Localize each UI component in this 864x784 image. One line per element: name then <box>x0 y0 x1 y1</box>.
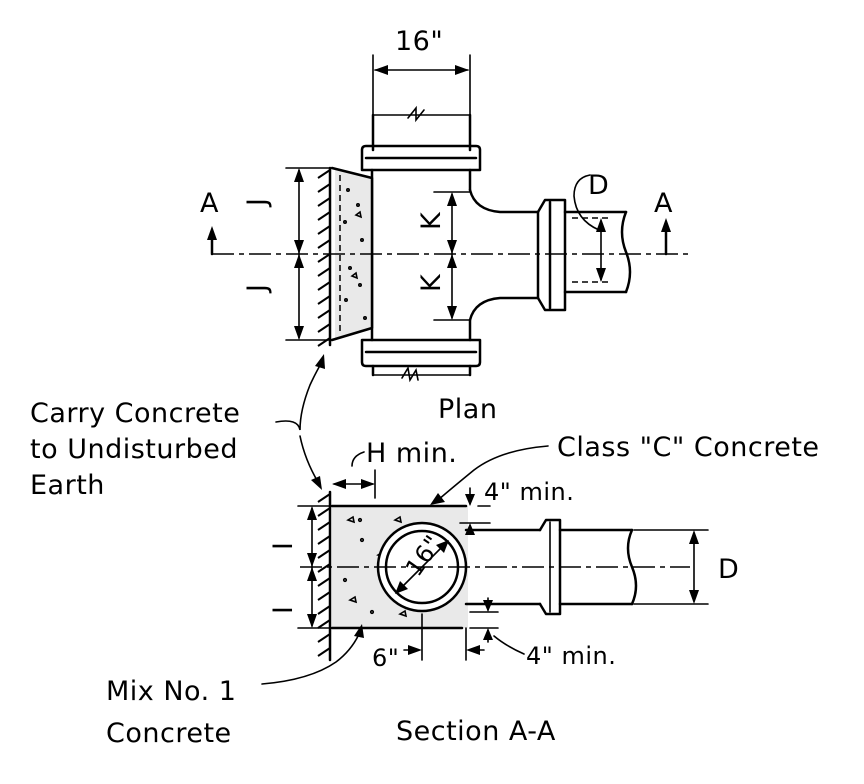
j-upper-label: J <box>242 198 273 208</box>
j-lower-label: J <box>242 284 273 294</box>
k-dimension: K K <box>416 192 457 320</box>
mix-line-1: Mix No. 1 <box>106 676 236 707</box>
earth-hatch-section <box>317 490 332 662</box>
k-lower-label: K <box>416 273 447 292</box>
k-upper-label: K <box>416 211 447 230</box>
four-min-bottom-label: 4" min. <box>526 642 616 670</box>
four-min-top-label: 4" min. <box>484 478 574 506</box>
section-diameter-dimension: D <box>633 529 739 605</box>
mix-concrete-callout: Mix No. 1 Concrete <box>106 624 364 749</box>
six-inch-label: 6" <box>372 644 399 672</box>
i-lower-label: I <box>268 606 299 614</box>
top-width-dimension: 16" <box>372 26 471 116</box>
h-min-dimension: H min. <box>332 438 457 499</box>
section-a-left-label: A <box>200 188 219 219</box>
carry-line-3: Earth <box>30 470 105 501</box>
carry-line-2: to Undisturbed <box>30 434 238 465</box>
upper-branch-pipe <box>371 105 472 152</box>
top-cover-dimension: 4" min. <box>459 478 574 535</box>
section-view: 16" D <box>106 432 820 749</box>
pipe-cross-section: 16" <box>376 521 468 613</box>
class-c-label: Class "C" Concrete <box>557 432 820 463</box>
section-diameter-label: D <box>718 554 739 585</box>
section-a-right-label: A <box>654 188 673 219</box>
carry-concrete-callout: Carry Concrete to Undisturbed Earth <box>30 354 325 501</box>
h-min-label: H min. <box>366 438 457 469</box>
six-inch-dimension: 6" <box>372 613 485 672</box>
earth-hatch-plan <box>317 166 332 347</box>
top-width-label: 16" <box>395 26 443 57</box>
plan-title: Plan <box>438 394 497 425</box>
section-cut-line: A A <box>200 188 690 256</box>
branch-pipe-section <box>300 518 690 616</box>
i-dimension: I I <box>268 505 333 629</box>
class-c-callout: Class "C" Concrete <box>430 432 820 505</box>
plan-diameter-label: D <box>588 170 609 201</box>
plan-view: 16" <box>200 26 690 425</box>
plan-diameter-dimension: D <box>572 170 610 283</box>
carry-line-1: Carry Concrete <box>30 398 240 429</box>
bottom-cover-dimension: 4" min. <box>469 597 616 670</box>
mix-line-2: Concrete <box>106 718 232 749</box>
section-title: Section A-A <box>396 716 556 747</box>
i-upper-label: I <box>268 542 299 550</box>
